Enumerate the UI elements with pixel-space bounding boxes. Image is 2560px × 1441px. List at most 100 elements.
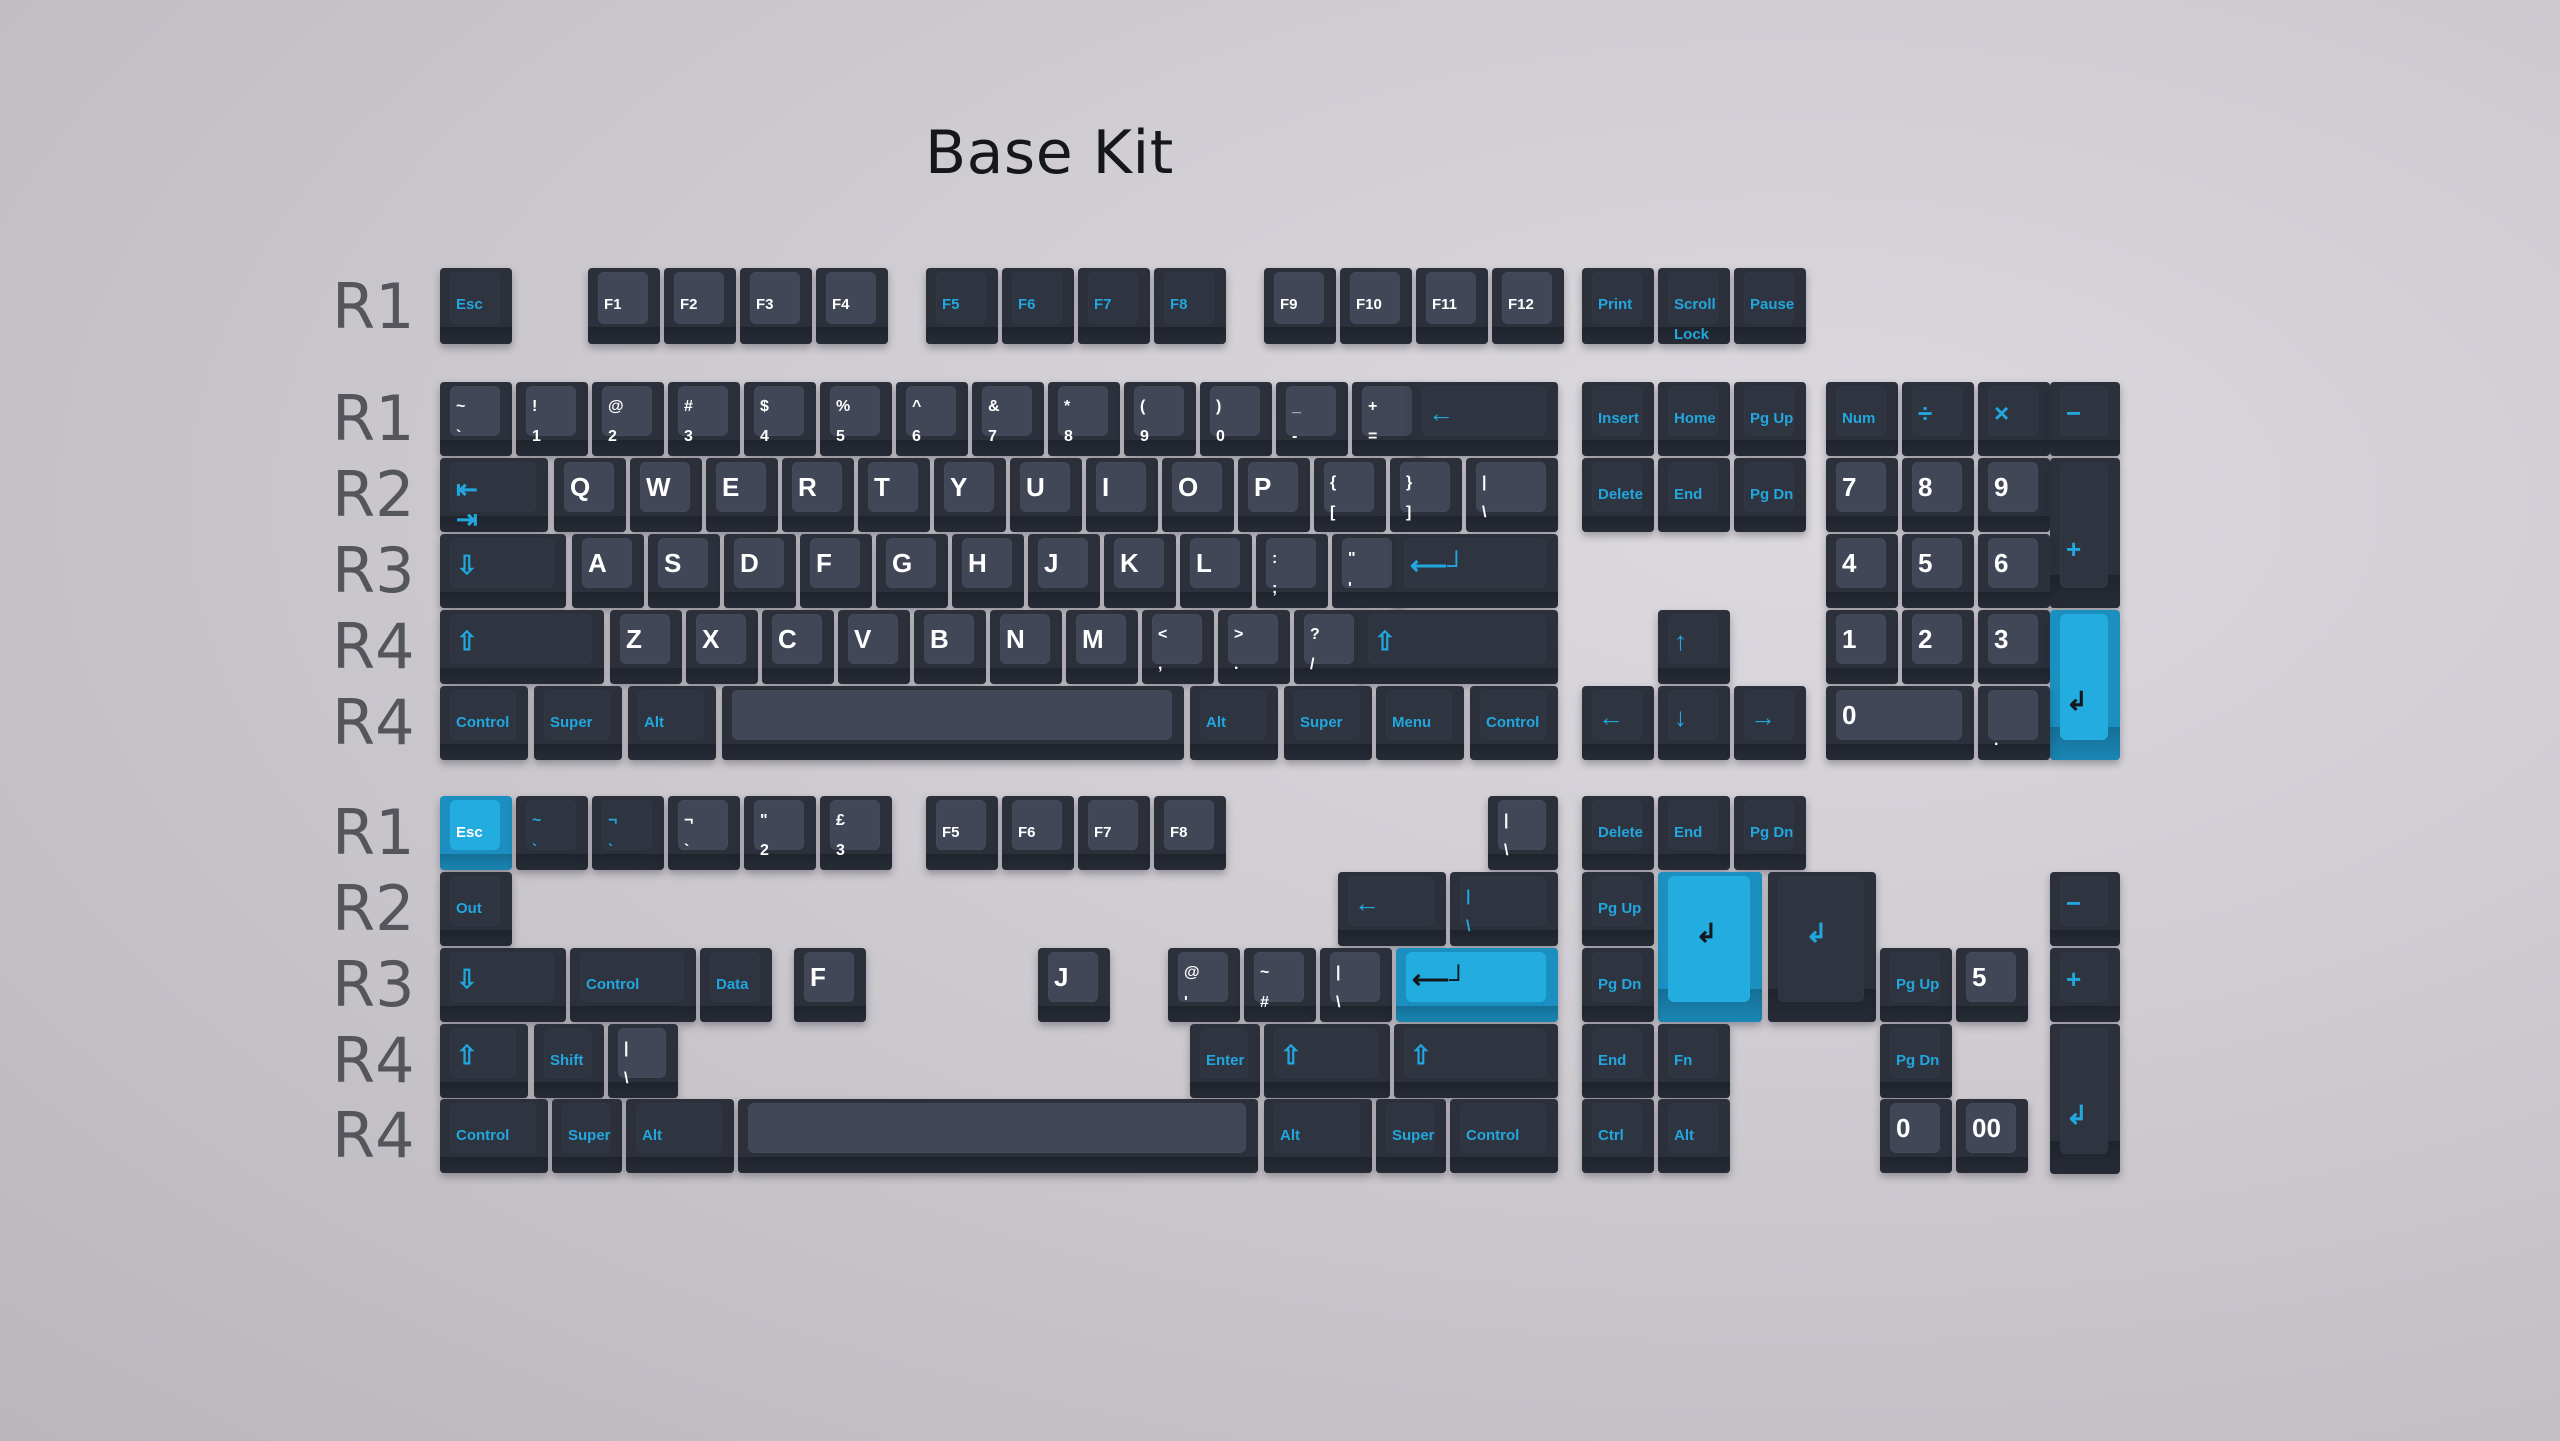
- keycap-legend: Out: [456, 900, 482, 917]
- keycap-legend: .: [1994, 732, 1999, 749]
- keycap: Alt: [1658, 1099, 1730, 1173]
- keycap-top: [1294, 690, 1360, 740]
- keycap-top: [450, 690, 516, 740]
- keycap-top: [1164, 800, 1214, 850]
- keycap: 00: [1956, 1099, 2028, 1173]
- keycap: Data: [700, 948, 772, 1022]
- keycap-legend: @ ': [1184, 964, 1200, 1011]
- keycap-top: [1912, 462, 1962, 512]
- keycap: G: [876, 534, 948, 608]
- keycap: F4: [816, 268, 888, 344]
- keycap-legend: Insert: [1598, 410, 1639, 427]
- keycap: : ;: [1256, 534, 1328, 608]
- keycap-top: [658, 538, 708, 588]
- keycap: ¬ `: [592, 796, 664, 870]
- keycap-top: [1076, 614, 1126, 664]
- keycap: ⇧: [1264, 1024, 1390, 1098]
- keycap-top: [772, 614, 822, 664]
- keycap-legend: 9: [1994, 472, 2009, 502]
- keycap-legend: End: [1598, 1052, 1627, 1069]
- keycap: Esc: [440, 796, 512, 870]
- keycap-top: [1592, 1103, 1642, 1153]
- keycap-legend: + =: [1368, 398, 1378, 445]
- keycap-top: [1836, 614, 1886, 664]
- keycap-icon: −: [2066, 398, 2082, 428]
- page-title: Base Kit: [925, 118, 1174, 188]
- keycap-legend: D: [740, 548, 759, 578]
- keycap-top: [1912, 386, 1962, 436]
- keycap-icon: +: [2066, 964, 2082, 994]
- keycap: N: [990, 610, 1062, 684]
- keycap-legend: Delete: [1598, 486, 1644, 503]
- keycap-legend: Control: [456, 714, 510, 731]
- keycap: 1: [1826, 610, 1898, 684]
- keycap: −: [2050, 382, 2120, 456]
- keycap: Pg Dn: [1734, 458, 1806, 532]
- keycap-top: [1890, 1103, 1940, 1153]
- keycap-top: [1592, 1028, 1642, 1078]
- keycap-top: [1836, 690, 1962, 740]
- keycap-top: [1668, 462, 1718, 512]
- keycap-top: [1368, 614, 1546, 664]
- keycap: 5: [1902, 534, 1974, 608]
- keycap: ↲: [1658, 872, 1762, 1022]
- keycap-top: [1386, 1103, 1434, 1153]
- keycap-legend: @ 2: [608, 398, 624, 445]
- keycap: 0: [1880, 1099, 1952, 1173]
- keycap-top: [1498, 800, 1546, 850]
- keycap-top: [1048, 952, 1098, 1002]
- keycap-legend: F9: [1280, 296, 1298, 313]
- keycap-legend: 0: [1842, 700, 1857, 730]
- keycap: ⇧: [440, 610, 604, 684]
- keycap-legend: F5: [942, 824, 960, 841]
- keycap: Control: [440, 686, 528, 760]
- keycap-legend: | \: [1482, 474, 1487, 521]
- keycap-icon: ↓: [1674, 702, 1687, 732]
- keycap: End: [1582, 1024, 1654, 1098]
- keycap: £ 3: [820, 796, 892, 870]
- keycap: Q: [554, 458, 626, 532]
- keycap-top: [1668, 876, 1750, 1002]
- keycap: I: [1086, 458, 1158, 532]
- keycap: [722, 686, 1184, 760]
- keycap: ! 1: [516, 382, 588, 456]
- keycap: " ': [1332, 534, 1404, 608]
- keycap: @ 2: [592, 382, 664, 456]
- keycap-top: [1988, 614, 2038, 664]
- keycap: & 7: [972, 382, 1044, 456]
- keycap-top: [1592, 952, 1642, 1002]
- keycap-top: [450, 800, 500, 850]
- keycap-icon: −: [2066, 888, 2082, 918]
- keycap-legend: % 5: [836, 398, 851, 445]
- keycap-top: [1012, 272, 1062, 324]
- keycap: ¬ `: [668, 796, 740, 870]
- row-label-extras-1: R1: [332, 796, 415, 869]
- keycap-legend: F8: [1170, 296, 1188, 313]
- keycap-top: [830, 386, 880, 436]
- keycap: F3: [740, 268, 812, 344]
- keycap: K: [1104, 534, 1176, 608]
- row-label-extras-2: R2: [332, 872, 415, 945]
- keycap-legend: " 2: [760, 812, 769, 859]
- keycap: ⇧: [440, 1024, 528, 1098]
- keycap-top: [1038, 538, 1088, 588]
- keycap: ⇧: [1358, 610, 1558, 684]
- row-label-f-row: R1: [332, 270, 415, 343]
- keycap: F10: [1340, 268, 1412, 344]
- keycap-top: [936, 800, 986, 850]
- keycap-legend: Super: [1300, 714, 1343, 731]
- keycap: Super: [1376, 1099, 1446, 1173]
- keycap-top: [450, 876, 500, 926]
- keycap-legend: Ctrl: [1598, 1127, 1624, 1144]
- keycap-top: [1350, 272, 1400, 324]
- keycap-top: [1274, 272, 1324, 324]
- keycap: Num: [1826, 382, 1898, 456]
- keycap-top: [640, 462, 690, 512]
- keycap-top: [1304, 614, 1354, 664]
- keycap: { [: [1314, 458, 1386, 532]
- keycap-top: [1400, 462, 1450, 512]
- keycap: J: [1038, 948, 1110, 1022]
- keycap: Control: [570, 948, 696, 1022]
- keycap-top: [1592, 876, 1642, 926]
- keycap: 4: [1826, 534, 1898, 608]
